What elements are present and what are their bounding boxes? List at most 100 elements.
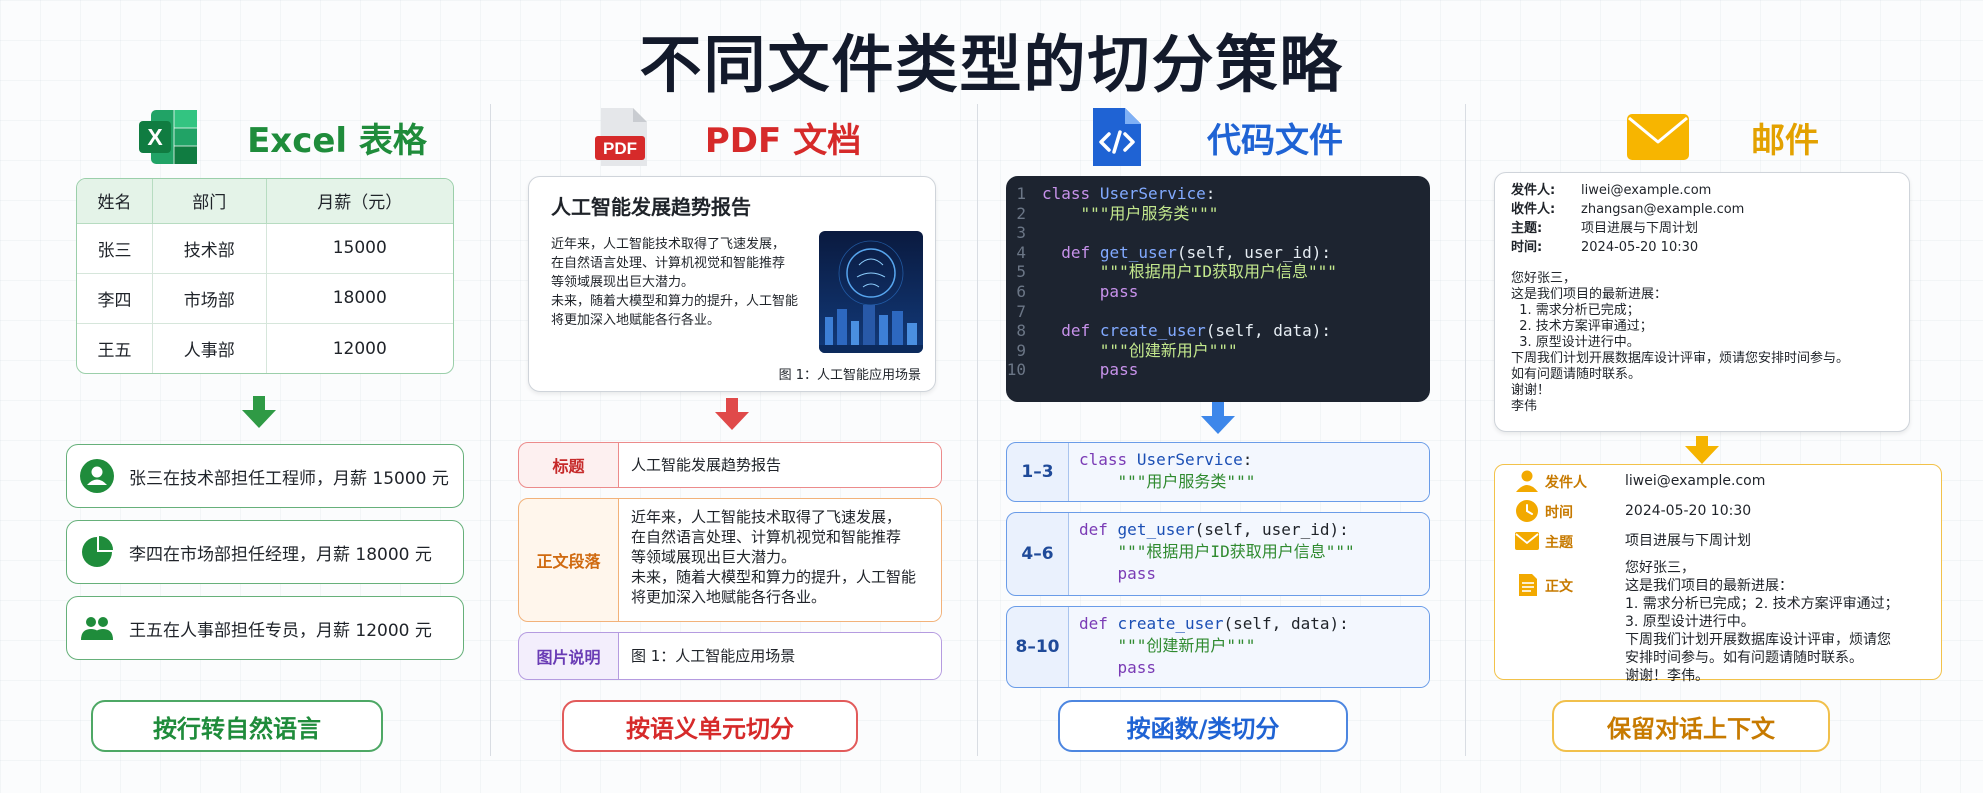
email-structured-chunk: 发件人 liwei@example.com 时间 2024-05-20 10:3… (1494, 464, 1942, 684)
line-number: 5 (1016, 262, 1026, 282)
people-icon (81, 617, 113, 640)
doc-line: 近年来，人工智能技术取得了飞速发展， (551, 237, 786, 252)
sentence-text: 李四在市场部担任经理，月薪 18000 元 (129, 544, 432, 565)
excel-heading: Excel 表格 (247, 120, 427, 161)
segment-line: 将更加深入地赋能各行各业。 (631, 588, 827, 606)
email-header-row: 发件人:liwei@example.com (1511, 183, 1712, 198)
code-token: UserService (1099, 184, 1206, 203)
segment-text: 图 1：人工智能应用场景 (619, 633, 941, 679)
code-token: : (1205, 184, 1216, 203)
code-token: """用户服务类""" (1080, 203, 1219, 223)
table-row: 李四 市场部 18000 (77, 273, 453, 325)
code-token: class (1042, 184, 1091, 203)
segment-title: 标题 人工智能发展趋势报告 (518, 442, 942, 488)
code-token: (self, data): (1205, 321, 1332, 341)
pdf-heading: PDF 文档 (704, 120, 862, 161)
pie-chart-icon (82, 536, 113, 567)
sentence-chunk: 李四在市场部担任经理，月薪 18000 元 (66, 520, 464, 584)
line-range: 8–10 (1007, 607, 1069, 687)
line-number: 2 (1016, 203, 1026, 223)
field-value: 2024-05-20 10:30 (1625, 503, 1752, 519)
code-header: 代码文件 (978, 102, 1448, 172)
table-cell: 张三 (77, 223, 153, 274)
column-header: 姓名 (77, 179, 153, 224)
line-number: 9 (1016, 340, 1026, 360)
column-divider (1465, 104, 1466, 756)
svg-text:X: X (147, 124, 163, 150)
ai-illustration-image (819, 231, 923, 353)
field-key: 正文 (1545, 579, 1573, 595)
doc-caption: 图 1：人工智能应用场景 (778, 368, 921, 383)
strategy-label-code: 按函数/类切分 (1058, 700, 1348, 752)
column-header: 月薪（元） (266, 179, 453, 224)
excel-column: X Excel 表格 姓名 部门 月薪（元） 张三 技术部 15000 李四 市… (46, 96, 516, 756)
chunk-code: def get_user(self, user_id): """根据用户ID获取… (1069, 513, 1429, 595)
table-cell: 12000 (332, 338, 387, 359)
sentence-chunk: 张三在技术部担任工程师，月薪 15000 元 (66, 444, 464, 508)
segment-line: 在自然语言处理、计算机视觉和智能推荐 (631, 528, 902, 546)
email-header-row: 主题:项目进展与下周计划 (1511, 221, 1699, 236)
doc-title: 人工智能发展趋势报告 (551, 195, 751, 219)
chunk-code: def create_user(self, data): """创建新用户"""… (1069, 607, 1429, 687)
table-cell: 李四 (77, 273, 153, 325)
field-key: 主题 (1545, 535, 1573, 551)
page-title: 不同文件类型的切分策略 (639, 28, 1344, 101)
line-number: 7 (1016, 301, 1026, 321)
line-number: 4 (1016, 242, 1026, 262)
doc-line: 等领域展现出巨大潜力。 (551, 275, 695, 290)
line-number: 3 (1016, 223, 1026, 243)
pdf-icon: PDF (594, 108, 647, 166)
excel-icon: X (139, 110, 198, 164)
code-column: 代码文件 1 class UserService: 2 """用户服务类""" 3… (978, 96, 1448, 756)
line-range: 1–3 (1007, 443, 1069, 501)
segment-label: 图片说明 (519, 633, 619, 679)
mail-heading: 邮件 (1751, 120, 1819, 161)
field-key: 时间 (1545, 505, 1573, 521)
table-cell: 人事部 (152, 323, 267, 373)
mail-column: 邮件 发件人:liwei@example.com 收件人:zhangsan@ex… (1466, 96, 1978, 756)
pdf-document-preview: 人工智能发展趋势报告 近年来，人工智能技术取得了飞速发展， 在自然语言处理、计算… (528, 176, 936, 392)
person-icon (80, 459, 114, 493)
field-value: 您好张三， 这是我们项目的最新进展： 1. 需求分析已完成；2. 技术方案评审通… (1625, 560, 1899, 684)
code-chunk: 4–6 def get_user(self, user_id): """根据用户… (1006, 512, 1430, 596)
code-file-icon (1093, 108, 1141, 166)
strategy-label-excel: 按行转自然语言 (91, 700, 383, 752)
column-divider (977, 104, 978, 756)
table-cell: 15000 (266, 223, 453, 274)
envelope-icon (1627, 114, 1689, 160)
code-token: get_user (1099, 242, 1177, 262)
mail-header: 邮件 (1466, 102, 1978, 172)
envelope-icon (1515, 532, 1539, 550)
table-row: 张三 技术部 15000 (77, 223, 453, 274)
segment-text: 人工智能发展趋势报告 (619, 443, 941, 487)
doc-paragraph: 近年来，人工智能技术取得了飞速发展， 在自然语言处理、计算机视觉和智能推荐 等领… (551, 235, 809, 330)
code-heading: 代码文件 (1207, 120, 1343, 161)
email-body: 您好张三， 这是我们项目的最新进展： 1. 需求分析已完成； 2. 技术方案评审… (1511, 271, 1850, 414)
line-number: 1 (1016, 184, 1026, 203)
pdf-badge-text: PDF (603, 139, 637, 158)
code-token: create_user (1099, 321, 1206, 341)
chunk-code: class UserService: """用户服务类""" (1069, 443, 1429, 501)
table-row: 王五 人事部 12000 (77, 323, 453, 373)
strategy-label-mail: 保留对话上下文 (1552, 700, 1830, 752)
code-chunk: 8–10 def create_user(self, data): """创建新… (1006, 606, 1430, 688)
pdf-header: PDF PDF 文档 (490, 102, 960, 172)
line-number: 8 (1016, 321, 1026, 341)
column-header: 部门 (152, 179, 267, 224)
field-key: 发件人 (1545, 475, 1587, 491)
pdf-column: PDF PDF 文档 人工智能发展趋势报告 近年来，人工智能技术取得了飞速发展，… (490, 96, 960, 756)
code-token: (self, user_id): (1176, 242, 1331, 262)
segment-label: 标题 (519, 443, 619, 487)
field-row: 发件人 liwei@example.com (1495, 469, 1941, 493)
doc-line: 将更加深入地赋能各行各业。 (551, 313, 721, 328)
sentence-chunk: 王五在人事部担任专员，月薪 12000 元 (66, 596, 464, 660)
segment-caption: 图片说明 图 1：人工智能应用场景 (518, 632, 942, 680)
person-icon (1516, 470, 1538, 492)
code-token: def (1061, 321, 1091, 341)
excel-table: 姓名 部门 月薪（元） 张三 技术部 15000 李四 市场部 18000 王五… (76, 178, 454, 374)
doc-line: 未来，随着大模型和算力的提升，人工智能 (551, 294, 799, 309)
code-token: def (1061, 242, 1091, 262)
segment-text: 近年来，人工智能技术取得了飞速发展， 在自然语言处理、计算机视觉和智能推荐 等领… (619, 499, 941, 621)
table-cell: 技术部 (152, 223, 267, 274)
line-number: 10 (1006, 360, 1026, 380)
